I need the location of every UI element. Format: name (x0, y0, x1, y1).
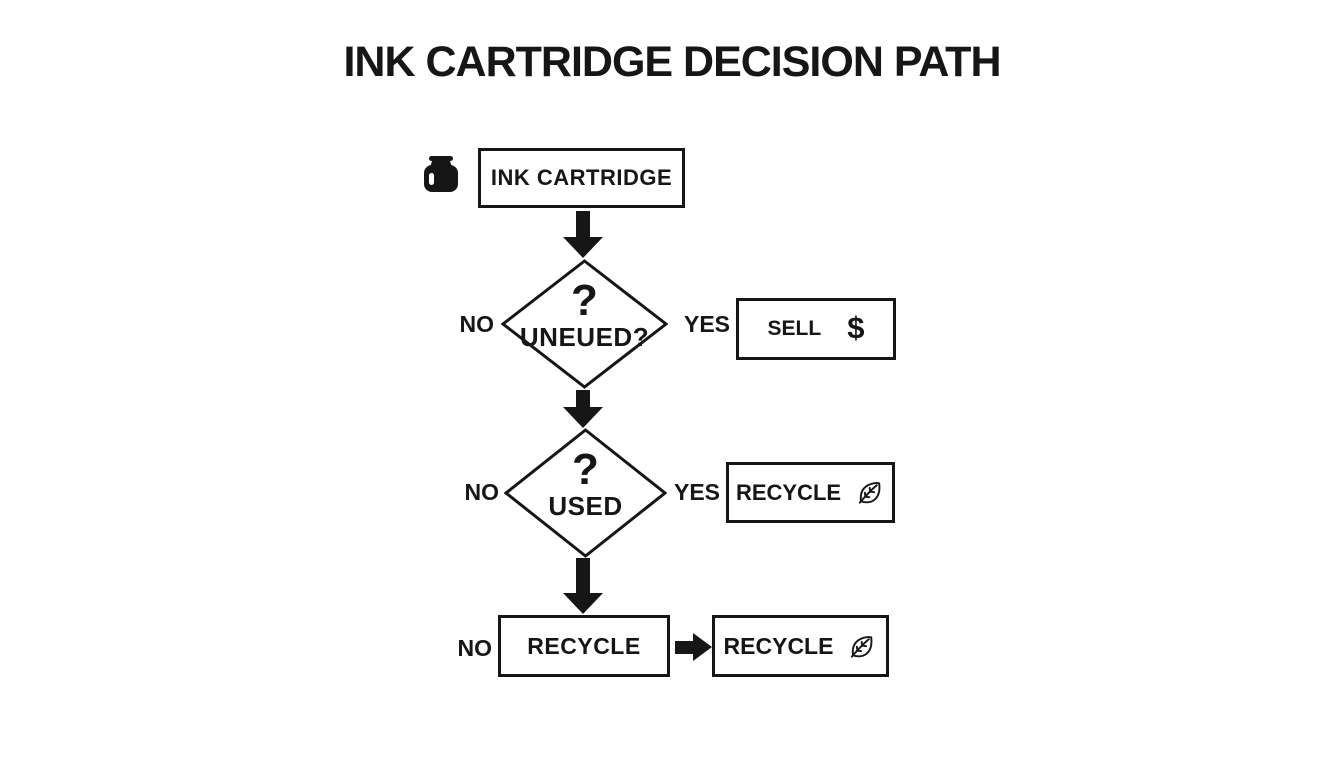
yes-label-2: YES (674, 479, 721, 505)
arrow-head (563, 237, 603, 258)
arrow-decision2-to-final (563, 558, 603, 614)
page-title: INK CARTRIDGE DECISION PATH (343, 38, 1001, 86)
arrow-start-to-decision1 (563, 211, 603, 258)
arrow-decision1-to-decision2 (563, 390, 603, 428)
arrow-final-to-result (675, 633, 712, 661)
final-result-box: RECYCLE (712, 615, 889, 677)
sell-box: SELL $ (736, 298, 896, 360)
sell-box-label: SELL (767, 317, 822, 340)
arrow-head (563, 407, 603, 428)
final-result-label: RECYCLE (723, 632, 834, 659)
arrow-head (563, 593, 603, 614)
final-recycle-box: RECYCLE (498, 615, 670, 677)
arrow-stem (576, 390, 590, 407)
arrow-stem (576, 211, 590, 237)
no-label-3: NO (457, 635, 493, 661)
diamond-shape (501, 259, 668, 389)
question-mark: ? (572, 444, 599, 494)
final-recycle-label: RECYCLE (527, 632, 641, 659)
decision-unused-label: UNEUED? (519, 322, 650, 353)
decision-used-label: USED (548, 491, 623, 522)
arrow-stem (576, 558, 590, 593)
leaf-icon (854, 477, 885, 508)
diamond-shape (504, 428, 667, 558)
arrow-head (693, 633, 712, 661)
decision-used-diamond: ? USED (504, 428, 667, 558)
leaf-icon (846, 631, 877, 662)
question-mark: ? (571, 275, 598, 325)
start-box: INK CARTRIDGE (478, 148, 685, 208)
recycle-yes-label: RECYCLE (735, 479, 842, 505)
ink-bottle-icon (418, 152, 464, 198)
no-label-1: NO (459, 311, 495, 337)
decision-unused-diamond: ? UNEUED? (501, 259, 668, 389)
recycle-yes-box: RECYCLE (726, 462, 895, 523)
arrow-stem (675, 640, 693, 654)
dollar-icon: $ (847, 310, 865, 345)
no-label-2: NO (464, 479, 500, 505)
yes-label-1: YES (684, 311, 731, 337)
start-box-label: INK CARTRIDGE (490, 165, 673, 190)
